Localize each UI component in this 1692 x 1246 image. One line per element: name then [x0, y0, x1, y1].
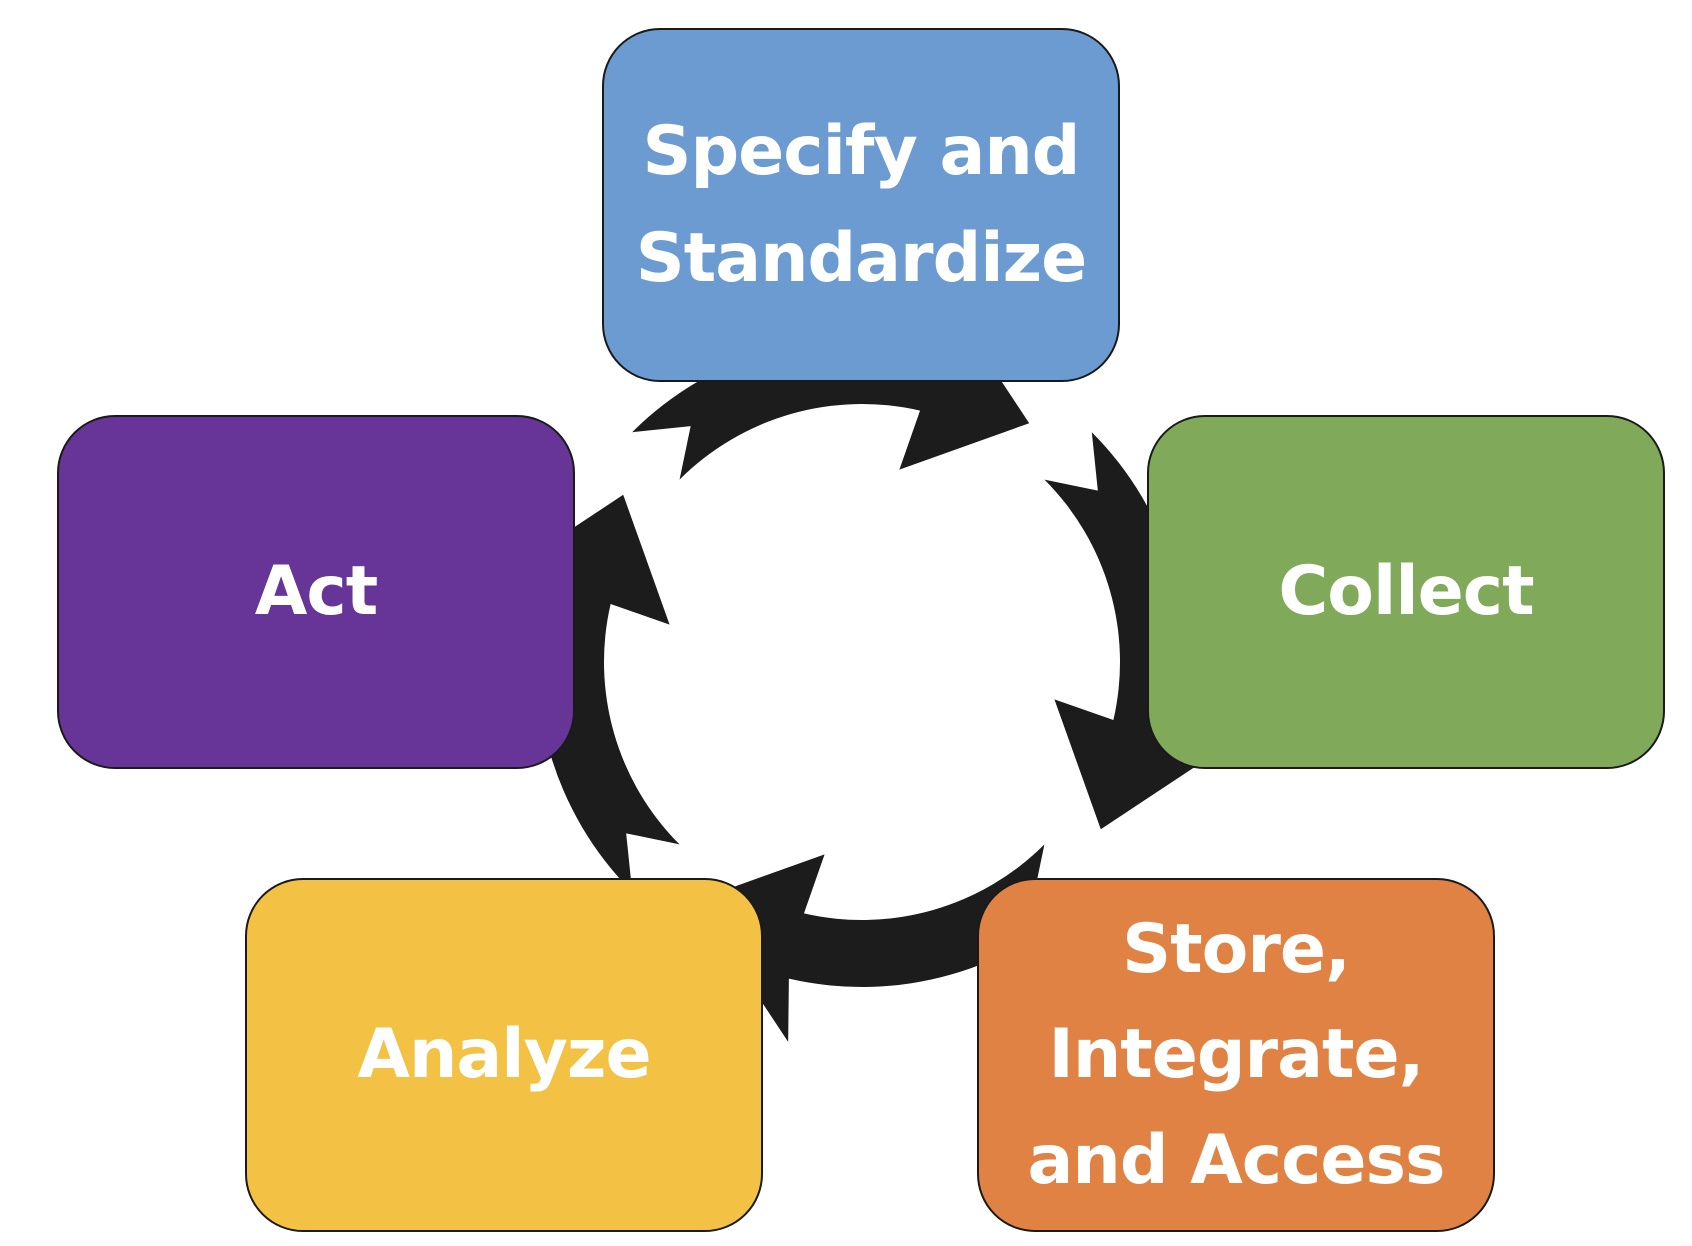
step-label: Act: [254, 552, 378, 632]
step-label: Store, Integrate, and Access: [1027, 909, 1446, 1200]
step-act: Act: [57, 415, 575, 769]
step-label: Analyze: [357, 1015, 651, 1095]
step-analyze: Analyze: [245, 878, 763, 1232]
step-label: Collect: [1278, 552, 1534, 632]
step-specify-and-standardize: Specify and Standardize: [602, 28, 1120, 382]
step-store-integrate-access: Store, Integrate, and Access: [977, 878, 1495, 1232]
step-label: Specify and Standardize: [635, 111, 1088, 298]
step-collect: Collect: [1147, 415, 1665, 769]
